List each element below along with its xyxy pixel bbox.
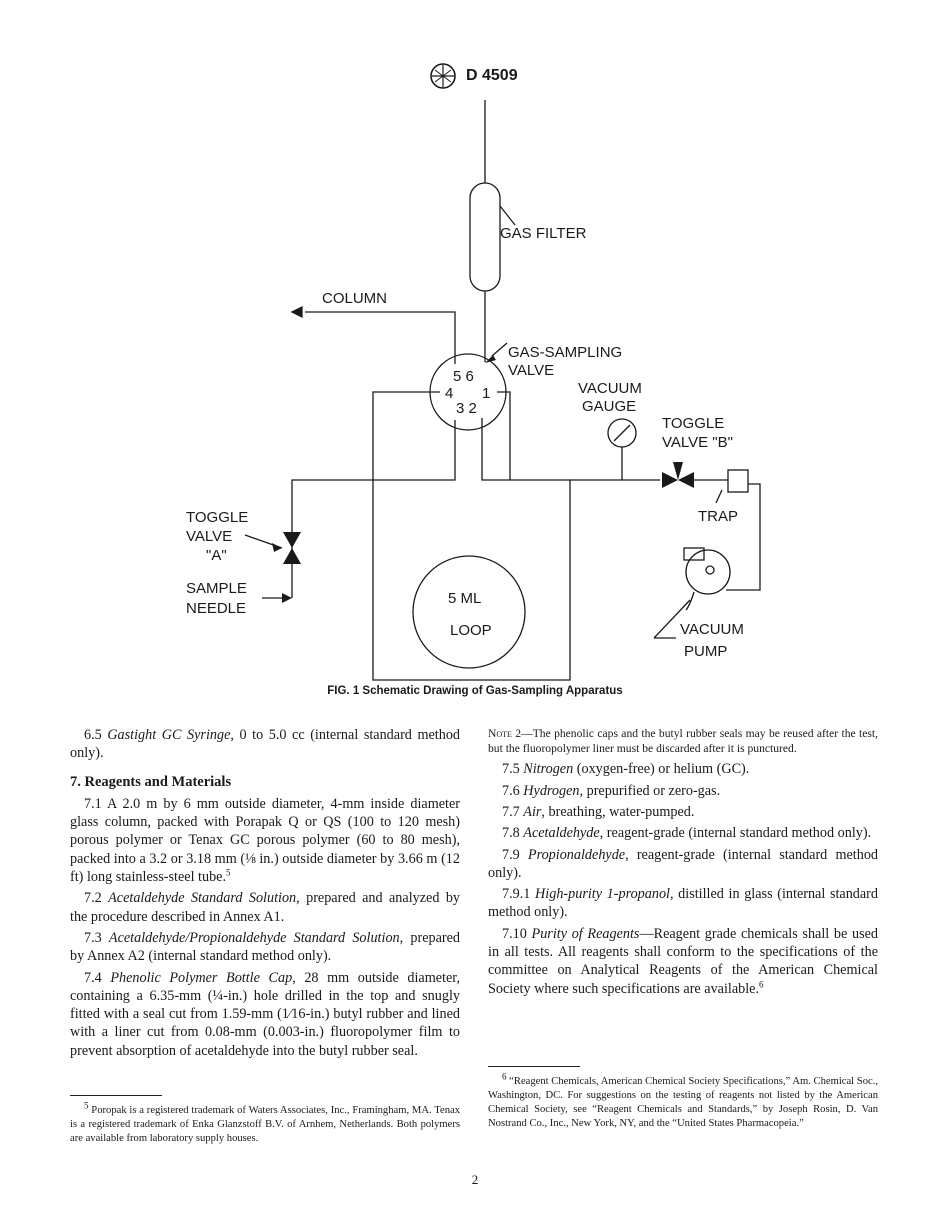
- paragraph-7-1: 7.1 A 2.0 m by 6 mm outside diameter, 4-…: [70, 795, 460, 886]
- page-number: 2: [471, 1172, 479, 1187]
- footnote-5: 5 Poropak is a registered trademark of W…: [70, 1100, 460, 1144]
- gas-sampling-apparatus-diagram: GAS FILTER COLUMN GAS-SAMPLING VALVE 5 6…: [186, 100, 761, 681]
- paragraph-7-5: 7.5 Nitrogen (oxygen-free) or helium (GC…: [502, 761, 750, 778]
- paragraph-7-8: 7.8 Acetaldehyde, reagent-grade (interna…: [502, 825, 872, 842]
- vacuum-pump-label-1: VACUUM: [680, 621, 744, 638]
- toggle-valve-a-icon: [283, 532, 301, 564]
- paragraph-7-7: 7.7 Air, breathing, water-pumped.: [502, 804, 695, 820]
- astm-logo-icon: [430, 63, 456, 89]
- gas-filter-label: GAS FILTER: [500, 225, 587, 242]
- paragraph-7-3: 7.3 Acetaldehyde/Propionaldehyde Standar…: [70, 929, 460, 965]
- document-designation: D 4509: [466, 67, 518, 84]
- trap: [727, 469, 749, 493]
- paragraph-7-4: 7.4 Phenolic Polymer Bottle Cap, 28 mm o…: [70, 969, 460, 1059]
- toggle-valve-b-label-1: TOGGLE: [662, 415, 724, 432]
- left-column: 6.5 Gastight GC Syringe, 0 to 5.0 cc (in…: [70, 726, 460, 1060]
- sample-needle-label-1: SAMPLE: [186, 580, 247, 597]
- toggle-valve-a-label-3: "A": [206, 547, 227, 564]
- footnote-ref-6[interactable]: 6: [759, 978, 764, 989]
- note-2: Note 2—The phenolic caps and the butyl r…: [488, 727, 878, 756]
- column-arrow-icon: [290, 305, 303, 319]
- right-column: Note 2—The phenolic caps and the butyl r…: [488, 726, 878, 998]
- footnote-6: 6 “Reagent Chemicals, American Chemical …: [488, 1071, 878, 1129]
- sample-needle-label-2: NEEDLE: [186, 600, 246, 617]
- paragraph-7-9-1: 7.9.1 High-purity 1-propanol, distilled …: [488, 886, 879, 921]
- page-header: D 4509: [426, 62, 518, 90]
- paragraph-7-10: 7.10 Purity of Reagents—Reagent grade ch…: [488, 925, 879, 997]
- sample-loop: [412, 555, 526, 669]
- gas-sampling-valve-label-2: VALVE: [508, 362, 554, 379]
- vacuum-pump: [685, 549, 731, 595]
- valve-port-1: 1: [482, 385, 490, 402]
- valve-ports-top: 5 6: [453, 368, 474, 385]
- vacuum-gauge: [607, 418, 637, 448]
- paragraph-7-6: 7.6 Hydrogen, prepurified or zero-gas.: [502, 782, 721, 799]
- toggle-valve-b-label-2: VALVE "B": [662, 434, 733, 451]
- footnote-rule-right: [488, 1066, 580, 1067]
- vacuum-gauge-label-1: VACUUM: [578, 380, 642, 397]
- valve-port-4: 4: [445, 385, 453, 402]
- vacuum-pump-label-2: PUMP: [684, 643, 727, 660]
- section-heading: 7. Reagents and Materials: [70, 773, 232, 790]
- gas-sampling-valve-label-1: GAS-SAMPLING: [508, 344, 622, 361]
- footnote-rule-left: [70, 1095, 162, 1096]
- loop-label-1: 5 ML: [448, 590, 481, 607]
- column-label: COLUMN: [322, 290, 387, 307]
- gas-sampling-valve: [429, 353, 507, 431]
- toggle-valve-a-label-1: TOGGLE: [186, 509, 248, 526]
- paragraph-7-2: 7.2 Acetaldehyde Standard Solution, prep…: [70, 890, 461, 925]
- figure-caption: FIG. 1 Schematic Drawing of Gas-Sampling…: [327, 685, 623, 697]
- paragraph-6-5: 6.5 Gastight GC Syringe, 0 to 5.0 cc (in…: [70, 727, 461, 762]
- toggle-valve-a-label-2: VALVE: [186, 528, 232, 545]
- footnote-ref-5[interactable]: 5: [226, 867, 231, 878]
- column-line: [305, 311, 456, 364]
- trap-label: TRAP: [698, 508, 738, 525]
- paragraph-7-9: 7.9 Propionaldehyde, reagent-grade (inte…: [488, 846, 879, 881]
- vacuum-gauge-label-2: GAUGE: [582, 398, 636, 415]
- valve-ports-bottom: 3 2: [456, 400, 477, 417]
- gas-filter: [469, 182, 501, 292]
- loop-label-2: LOOP: [450, 622, 492, 639]
